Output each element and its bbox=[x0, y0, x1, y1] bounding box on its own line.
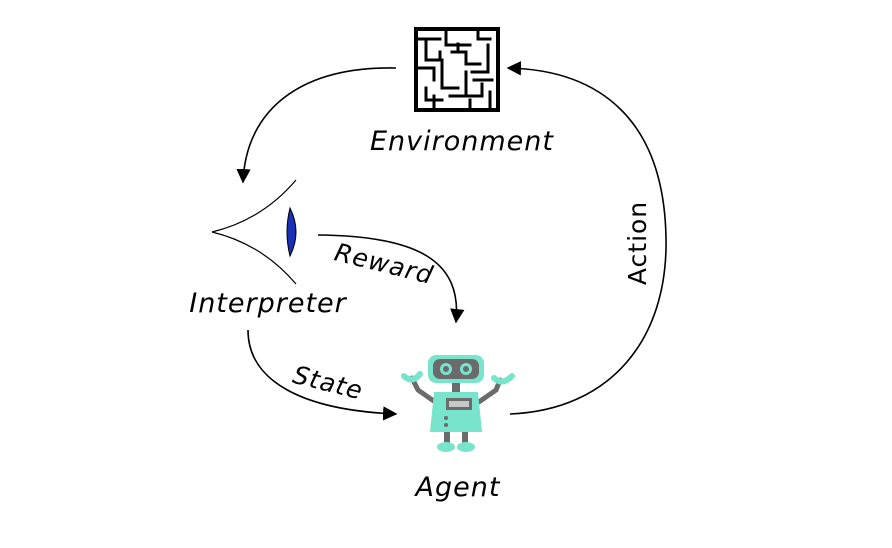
environment-node: Environment bbox=[370, 27, 554, 157]
reward-label: Reward bbox=[332, 238, 437, 290]
interpreter-label: Interpreter bbox=[189, 288, 347, 319]
interpreter-node: Interpreter bbox=[189, 179, 347, 319]
action-arrow bbox=[506, 61, 667, 415]
action-label: Action bbox=[623, 201, 652, 285]
agent-node: Agent bbox=[401, 355, 515, 503]
robot-icon bbox=[401, 355, 515, 452]
state-label: State bbox=[290, 360, 366, 405]
environment-label: Environment bbox=[370, 126, 554, 157]
environment-to-interpreter-arrow bbox=[236, 67, 397, 184]
eye-icon bbox=[211, 179, 297, 285]
agent-label: Agent bbox=[414, 472, 501, 503]
maze-icon bbox=[414, 27, 500, 112]
state-arrow bbox=[247, 329, 398, 421]
reward-arrow bbox=[317, 234, 465, 324]
